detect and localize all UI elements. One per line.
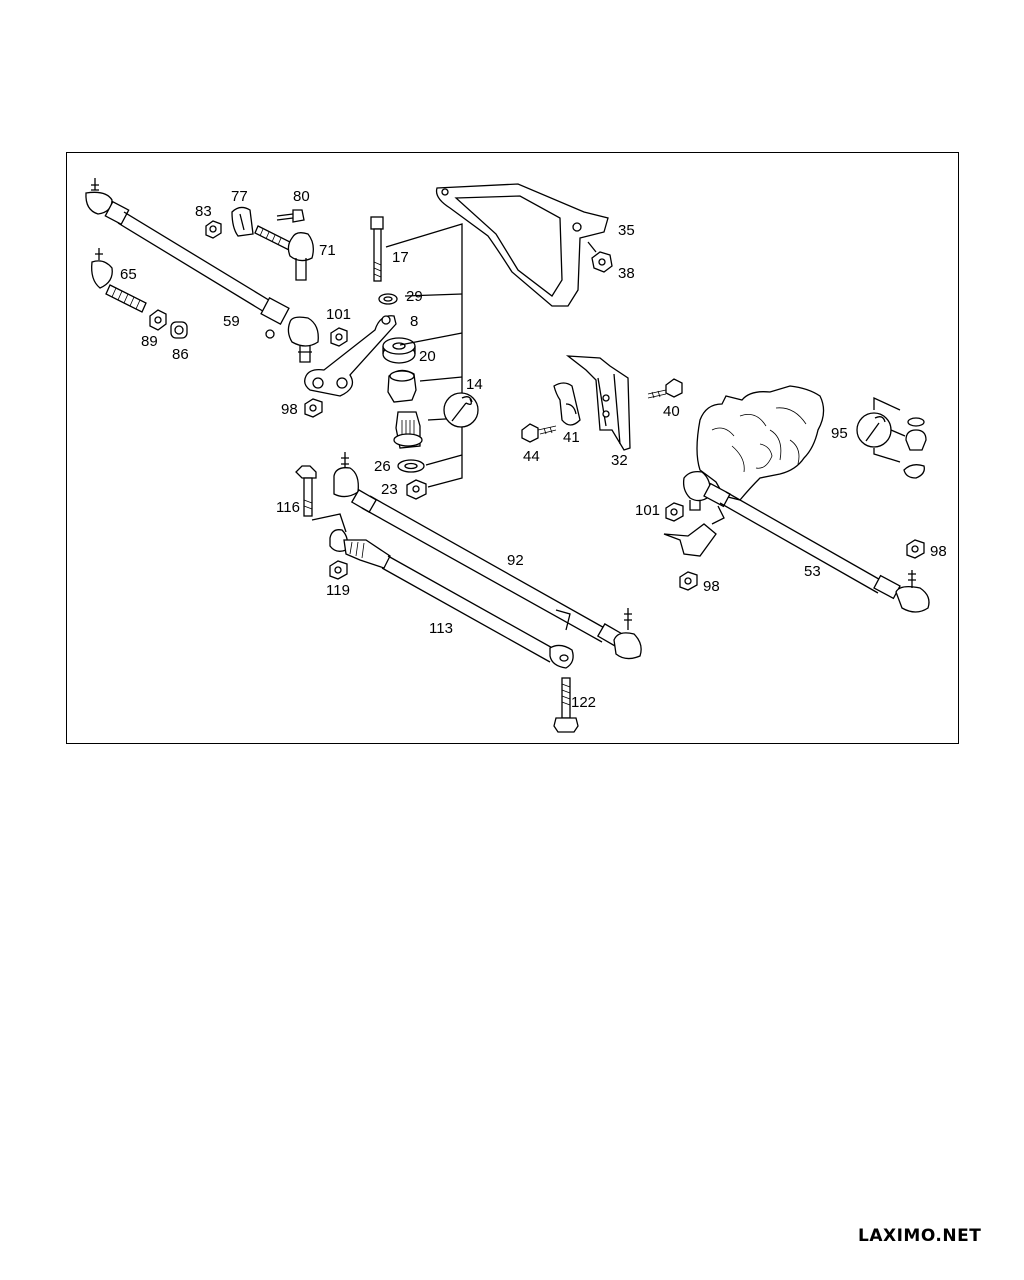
washer-26[interactable] [397, 459, 425, 473]
callout-101-left: 101 [326, 306, 351, 323]
callout-8: 8 [410, 313, 418, 330]
bracket-35[interactable] [435, 183, 609, 307]
bearing-housing-14[interactable] [387, 369, 423, 449]
callout-95: 95 [831, 425, 848, 442]
nut-101-left[interactable] [330, 327, 348, 347]
callout-41: 41 [563, 429, 580, 446]
callout-40: 40 [663, 403, 680, 420]
steering-damper-113[interactable] [329, 529, 574, 669]
callout-23: 23 [381, 481, 398, 498]
washer-29[interactable] [378, 293, 398, 305]
callout-92: 92 [507, 552, 524, 569]
clip-77[interactable] [231, 206, 254, 237]
callout-98-right-upper: 98 [930, 543, 947, 560]
wrench-symbol-14 [443, 392, 479, 428]
callout-71: 71 [319, 242, 336, 259]
callout-119: 119 [326, 582, 350, 599]
nut-119[interactable] [329, 560, 348, 580]
callout-38: 38 [618, 265, 635, 282]
wrench-symbol-95 [856, 412, 892, 448]
screw-44[interactable] [521, 423, 557, 443]
callout-98-right-lower: 98 [703, 578, 720, 595]
nut-98-left[interactable] [304, 398, 323, 418]
tie-rod-59[interactable] [85, 178, 319, 363]
nut-23[interactable] [406, 479, 427, 500]
bushing-20[interactable] [382, 337, 416, 364]
screw-80[interactable] [276, 209, 305, 223]
callout-89: 89 [141, 333, 158, 350]
nut-98-right-upper[interactable] [906, 539, 925, 559]
callout-17: 17 [392, 249, 409, 266]
callout-80: 80 [293, 188, 310, 205]
screw-40[interactable] [647, 378, 683, 399]
callout-83: 83 [195, 203, 212, 220]
callout-14: 14 [466, 376, 483, 393]
tie-rod-end-65[interactable] [91, 248, 147, 313]
callout-26: 26 [374, 458, 391, 475]
nut-38[interactable] [587, 241, 613, 273]
watermark: LAXIMO.NET [858, 1226, 982, 1246]
callout-77: 77 [231, 188, 248, 205]
callout-116: 116 [276, 499, 300, 516]
idler-arm-8[interactable] [304, 315, 397, 397]
callout-20: 20 [419, 348, 436, 365]
clamp-41[interactable] [553, 382, 581, 426]
bolt-122[interactable] [553, 677, 579, 733]
callout-35: 35 [618, 222, 635, 239]
center-tie-rod-92[interactable] [333, 452, 642, 660]
nut-89[interactable] [149, 309, 167, 331]
nut-83[interactable] [205, 220, 222, 239]
callout-86: 86 [172, 346, 189, 363]
callout-98-left: 98 [281, 401, 298, 418]
callout-113: 113 [429, 620, 453, 637]
callout-44: 44 [523, 448, 540, 465]
nut-101-right[interactable] [665, 502, 684, 522]
callout-29: 29 [406, 288, 423, 305]
bolt-17[interactable] [370, 216, 384, 282]
callout-32: 32 [611, 452, 628, 469]
ball-joint-71[interactable] [254, 225, 314, 281]
callout-101-right: 101 [635, 502, 660, 519]
callout-59: 59 [223, 313, 240, 330]
nut-98-right-lower[interactable] [679, 571, 698, 591]
tie-rod-53[interactable] [663, 470, 930, 613]
callout-53: 53 [804, 563, 821, 580]
callout-122: 122 [571, 694, 596, 711]
callout-65: 65 [120, 266, 137, 283]
bracket-32[interactable] [565, 355, 631, 451]
parts-95[interactable] [903, 417, 927, 479]
diagram-frame [66, 152, 959, 744]
bushing-86[interactable] [170, 321, 188, 339]
steering-gear-housing[interactable] [696, 385, 825, 501]
bolt-116[interactable] [295, 465, 317, 517]
